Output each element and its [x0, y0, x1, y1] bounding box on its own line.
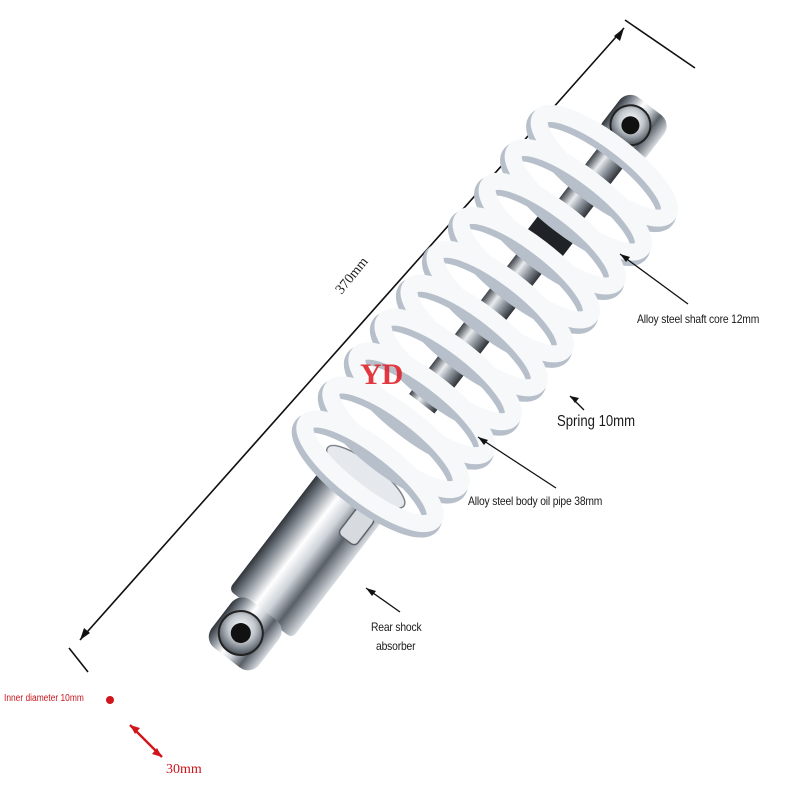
brand-logo: YD	[360, 358, 403, 391]
inner-diameter-label: Inner diameter 10mm	[4, 693, 84, 704]
spring-coil	[296, 410, 444, 533]
absorber-label-line2: absorber	[376, 639, 416, 653]
svg-text:YD: YD	[360, 358, 403, 391]
shock-absorber	[208, 94, 678, 671]
absorber-label-line1: Rear shock	[371, 620, 422, 634]
dimension-arrow-heads	[80, 28, 624, 640]
spring-label: Spring 10mm	[557, 413, 636, 430]
shaft-core-label: Alloy steel shaft core 12mm	[637, 312, 760, 326]
coil-spring	[291, 105, 678, 538]
eye-width-arrow	[129, 724, 163, 758]
callout-arrow-heads	[366, 254, 630, 596]
oil-pipe-label: Alloy steel body oil pipe 38mm	[468, 494, 603, 508]
eye-width-label: 30mm	[166, 762, 202, 777]
lower-bushing-hole	[230, 623, 251, 644]
inner-diameter-marker	[106, 696, 114, 704]
callout-leaders	[365, 253, 689, 613]
damper-core	[526, 207, 580, 259]
upper-bushing-hole	[621, 116, 640, 135]
